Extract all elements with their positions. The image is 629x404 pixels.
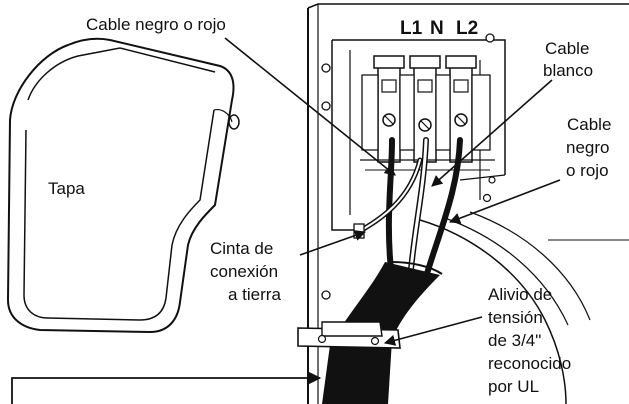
leader-cable-negro-right — [448, 179, 561, 224]
labels: Cable negro o rojo Tapa L1 N L2 Cable bl… — [48, 15, 611, 396]
label-alivio-4: reconocido — [488, 354, 571, 373]
label-alivio-5: por UL — [488, 377, 539, 396]
label-cinta-2: conexión — [210, 262, 278, 281]
label-cable-negro-rojo-top: Cable negro o rojo — [86, 15, 226, 34]
cover-tapa — [6, 37, 240, 334]
label-alivio-2: tensión — [488, 308, 543, 327]
wire-l2 — [422, 137, 463, 283]
terminal-block — [360, 55, 495, 171]
label-tapa: Tapa — [48, 179, 85, 198]
label-alivio-1: Alivio de — [488, 285, 552, 304]
label-cable-blanco-1: Cable — [545, 39, 589, 58]
label-cable-negro-right-1: Cable — [567, 115, 611, 134]
wire-l1 — [385, 137, 395, 283]
label-terminal-l1: L1 — [400, 18, 423, 39]
leader-cable-negro-top — [224, 37, 396, 176]
leader-cinta — [299, 230, 367, 256]
label-terminal-l2: L2 — [456, 18, 478, 39]
leader-alivio — [383, 316, 483, 346]
strain-relief — [297, 321, 401, 349]
label-terminal-n: N — [430, 18, 444, 39]
leader-lines — [11, 37, 561, 404]
label-cable-negro-right-3: o rojo — [566, 161, 609, 180]
label-alivio-3: de 3/4" — [488, 331, 541, 350]
wires — [353, 137, 463, 283]
label-cinta-3: a tierra — [228, 285, 281, 304]
label-cable-blanco-2: blanco — [543, 61, 593, 80]
label-cinta-1: Cinta de — [210, 239, 273, 258]
leader-cable-blanco — [431, 79, 553, 187]
label-cable-negro-right-2: negro — [566, 138, 609, 157]
leader-cord-bracket — [11, 371, 322, 404]
